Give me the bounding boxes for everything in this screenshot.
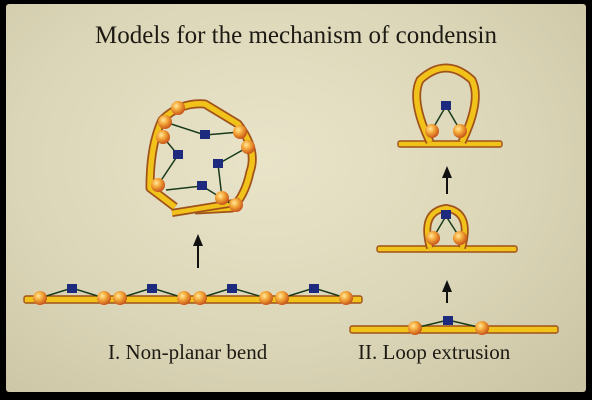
caption-loop-extrusion: II. Loop extrusion <box>358 340 511 364</box>
hinge-squares-linear <box>67 284 319 293</box>
stage1-linear <box>349 316 559 335</box>
dna-strand-stage1 <box>349 325 559 334</box>
dna-strand-stage2 <box>376 245 518 253</box>
arrow-up-right-1 <box>442 280 452 303</box>
hinge-squares-ring <box>173 130 223 190</box>
arrow-up-right-2 <box>442 166 452 194</box>
dna-strand-stage3 <box>397 140 503 148</box>
diagram-title: Models for the mechanism of condensin <box>95 22 497 49</box>
stage3-large-loop <box>397 63 503 148</box>
bent-dna-ring <box>145 99 257 217</box>
stage2-small-loop <box>376 203 518 253</box>
caption-non-planar-bend: I. Non-planar bend <box>108 340 268 364</box>
linear-dna-with-condensin <box>23 284 363 305</box>
dna-strand-linear <box>23 295 363 304</box>
head-balls-ring <box>151 101 255 212</box>
head-balls-linear <box>33 291 353 305</box>
arrow-up-left <box>193 234 203 268</box>
